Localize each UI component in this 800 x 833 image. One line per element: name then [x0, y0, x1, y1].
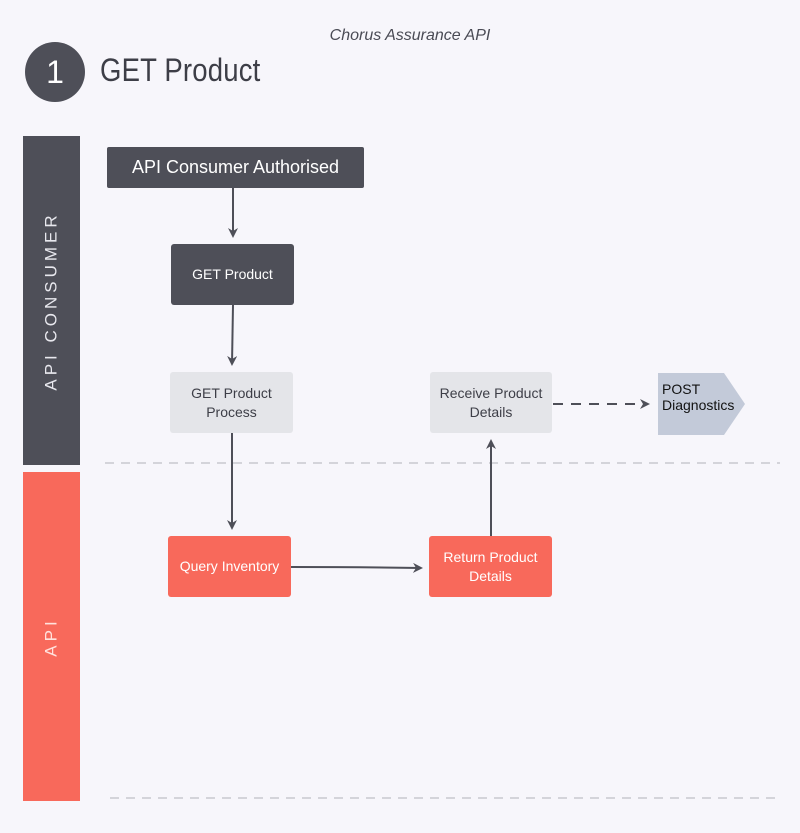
node-api-consumer-authorised[interactable]: API Consumer Authorised: [107, 147, 364, 188]
arrow-query-to-return: [290, 562, 423, 573]
node-query-inventory[interactable]: Query Inventory: [168, 536, 291, 597]
node-return-product-details[interactable]: Return Product Details: [429, 536, 552, 597]
step-number-badge: 1: [25, 42, 85, 102]
swimlane-api-consumer: API CONSUMER: [23, 136, 80, 465]
offpage-connector-post-diagnostics[interactable]: [658, 373, 745, 435]
node-receive-product-details[interactable]: Receive Product Details: [430, 372, 552, 433]
arrow-get-product-to-process: [227, 304, 238, 366]
page-title: GET Product: [100, 52, 261, 88]
node-get-product-process[interactable]: GET Product Process: [170, 372, 293, 433]
node-get-product[interactable]: GET Product: [171, 244, 294, 305]
diagram-subtitle: Chorus Assurance API: [329, 27, 491, 44]
node-post-diagnostics-label: POST Diagnostics: [662, 381, 735, 413]
swimlane-api: API: [23, 472, 80, 801]
